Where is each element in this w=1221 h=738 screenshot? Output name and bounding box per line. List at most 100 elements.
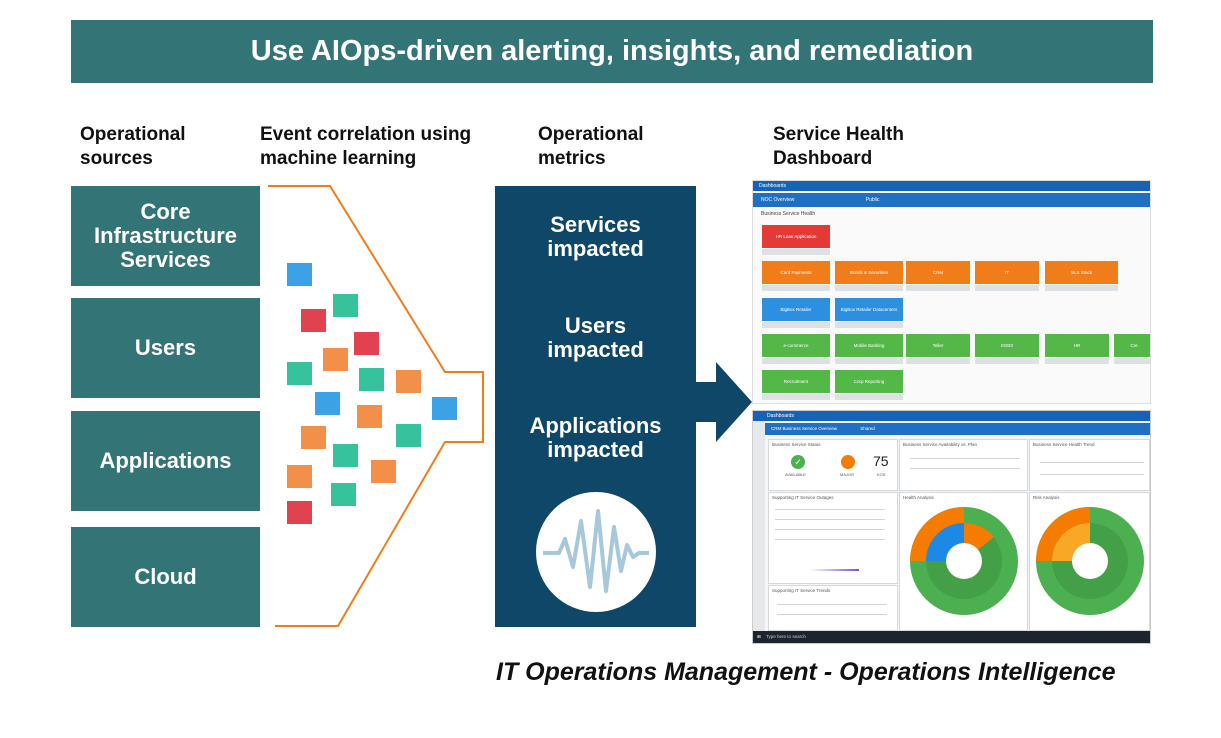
event-square	[396, 370, 421, 393]
event-square	[333, 444, 358, 467]
grid-line	[1040, 462, 1144, 463]
heading-operational-metrics: Operational metrics	[538, 123, 644, 171]
panel-title: Business Service Availability vs. Plan	[903, 442, 977, 447]
event-square	[357, 405, 382, 428]
timeline-slider[interactable]	[809, 569, 859, 571]
service-tile[interactable]: Bonds & Securities	[835, 261, 903, 291]
service-tile[interactable]: IT	[975, 261, 1039, 291]
source-label: Services	[120, 247, 211, 272]
status-count-label: KOS	[877, 472, 886, 477]
banner-title: Use AIOps-driven alerting, insights, and…	[71, 20, 1153, 83]
trends-panel: Supporting IT Service Trends	[768, 585, 898, 631]
service-tile[interactable]: HR	[1045, 334, 1109, 364]
funnel-outline	[268, 185, 484, 627]
source-users: Users	[71, 298, 260, 398]
status-label: MAJOR	[840, 472, 854, 477]
tab-shared[interactable]: Shared	[860, 426, 875, 431]
windows-start-icon[interactable]: ⊞	[757, 634, 761, 639]
status-count: 75	[873, 453, 889, 469]
service-tile[interactable]: Card Payments	[762, 261, 830, 291]
service-tile[interactable]: e-commerce	[762, 334, 830, 364]
heading-line: Dashboard	[773, 148, 873, 169]
source-label: Users	[134, 335, 197, 360]
event-square	[354, 332, 379, 355]
operational-metrics-panel: Services impacted Users impacted Applica…	[495, 186, 696, 627]
metric-users-impacted: Users impacted	[495, 314, 696, 362]
event-square	[432, 397, 457, 420]
dashboard-sidebar	[753, 421, 765, 633]
outages-panel: Supporting IT Service Outages	[768, 492, 898, 584]
section-business-service-health: Business Service Health	[761, 211, 816, 217]
panel-title: Supporting IT Service Outages	[772, 495, 834, 500]
service-tile[interactable]: HR Loan Application	[762, 225, 830, 255]
health-sunburst-chart	[910, 507, 1018, 615]
status-panel: Business Service Status ✓ AVAILABLE MAJO…	[768, 439, 898, 491]
panel-title: Supporting IT Service Trends	[772, 588, 831, 593]
dashboard-noc-overview: Dashboards NOC Overview Public Business …	[752, 180, 1151, 404]
taskbar: ⊞ Type here to search	[753, 631, 1150, 643]
tab-public[interactable]: Public	[865, 197, 880, 203]
panel-title: Business Service Status	[772, 442, 821, 447]
taskbar-search[interactable]: Type here to search	[766, 634, 806, 639]
service-tile[interactable]: SLS Stack	[1045, 261, 1118, 291]
footer-caption: IT Operations Management - Operations In…	[496, 658, 1116, 686]
grid-line	[777, 604, 887, 605]
metric-label: impacted	[547, 437, 644, 462]
dashboard-topbar-title: Dashboards	[759, 183, 786, 189]
panel-title: Risk Analysis	[1033, 495, 1060, 500]
event-square	[333, 294, 358, 317]
table-row	[775, 509, 885, 510]
metric-label: impacted	[547, 337, 644, 362]
table-row	[775, 519, 885, 520]
service-tile[interactable]: Corp Reporting	[835, 370, 903, 400]
heading-service-health-dashboard: Service Health Dashboard	[773, 123, 904, 171]
dashboard-topbar: Dashboards	[753, 181, 1150, 191]
heading-event-correlation: Event correlation using machine learning	[260, 123, 471, 171]
heading-line: metrics	[538, 148, 606, 169]
metric-services-impacted: Services impacted	[495, 213, 696, 261]
tab-crm-overview[interactable]: CRM Business Service Overview	[771, 426, 838, 431]
event-square	[396, 424, 421, 447]
panel-title: Business Service Health Trend	[1033, 442, 1095, 447]
event-square	[331, 483, 356, 506]
grid-line	[777, 614, 887, 615]
heading-line: machine learning	[260, 148, 417, 169]
service-tile[interactable]: Recruitment	[762, 370, 830, 400]
table-row	[775, 539, 885, 540]
grid-line	[910, 468, 1020, 469]
heading-operational-sources: Operational sources	[80, 123, 186, 171]
grid-line	[910, 458, 1020, 459]
heading-line: Operational	[538, 124, 644, 145]
service-tile[interactable]: Cre	[1114, 334, 1150, 364]
source-core-infrastructure: Core Infrastructure Services	[71, 186, 260, 286]
dashboard-topbar-title: Dashboards	[767, 413, 794, 419]
event-squares	[0, 0, 457, 524]
event-square	[323, 348, 348, 371]
service-tile[interactable]: CRM	[906, 261, 970, 291]
source-cloud: Cloud	[71, 527, 260, 627]
event-square	[287, 465, 312, 488]
dashboard-topbar: Dashboards	[753, 411, 1150, 421]
heading-line: Event correlation using	[260, 124, 472, 145]
pulse-icon	[536, 492, 656, 612]
check-icon: ✓	[791, 455, 805, 469]
health-analysis-panel: Health Analysis	[899, 492, 1028, 631]
trend-panel: Business Service Health Trend	[1029, 439, 1150, 491]
source-label: Infrastructure	[93, 223, 238, 248]
event-square	[371, 460, 396, 483]
service-tile[interactable]: SGBS	[975, 334, 1039, 364]
metric-label: Services	[550, 212, 641, 237]
panel-title: Health Analysis	[903, 495, 934, 500]
source-label: Applications	[99, 448, 232, 473]
service-tile[interactable]: BigBox Retailer Datacenters	[835, 298, 903, 328]
service-tile[interactable]: Mobile Banking	[835, 334, 903, 364]
event-square	[287, 501, 312, 524]
availability-panel: Business Service Availability vs. Plan	[899, 439, 1028, 491]
status-label: AVAILABLE	[785, 472, 806, 477]
event-square	[359, 368, 384, 391]
service-tile[interactable]: BigBox Retailer	[762, 298, 830, 328]
tab-noc-overview[interactable]: NOC Overview	[761, 197, 795, 203]
heading-line: Operational	[80, 124, 186, 145]
service-tile[interactable]: Teller	[906, 334, 970, 364]
event-square	[315, 392, 340, 415]
